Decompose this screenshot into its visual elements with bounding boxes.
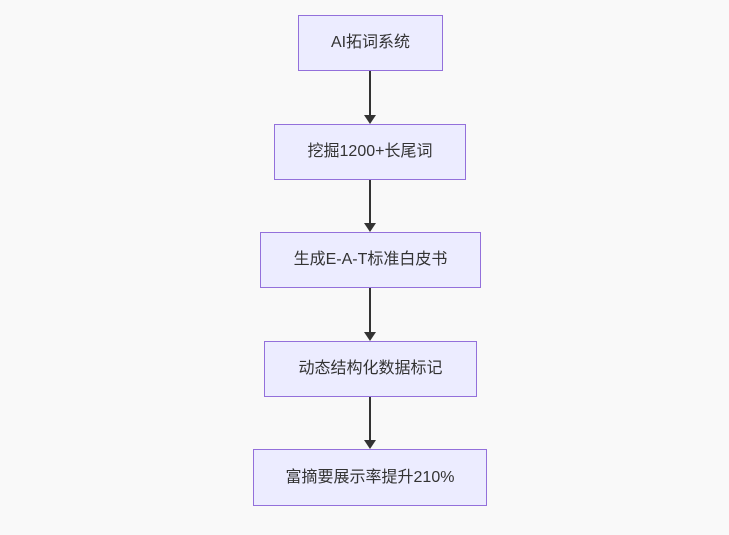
- flow-node-generate-eat-whitepaper: 生成E-A-T标准白皮书: [260, 232, 481, 288]
- flow-node-label: 生成E-A-T标准白皮书: [293, 251, 448, 269]
- flow-node-label: AI拓词系统: [330, 34, 411, 52]
- flow-node-dynamic-structured-data-markup: 动态结构化数据标记: [264, 341, 477, 397]
- flow-arrow-3: [363, 288, 377, 341]
- arrowhead-down-icon: [364, 332, 376, 341]
- arrow-line: [369, 288, 371, 332]
- flow-arrow-1: [363, 71, 377, 124]
- arrow-line: [369, 180, 371, 223]
- flow-node-rich-snippet-rate-increase: 富摘要展示率提升210%: [253, 449, 487, 506]
- flow-node-label: 富摘要展示率提升210%: [285, 468, 455, 486]
- flow-node-ai-word-expansion-system: AI拓词系统: [298, 15, 443, 71]
- flow-arrow-2: [363, 180, 377, 232]
- flow-node-label: 动态结构化数据标记: [298, 360, 443, 378]
- flow-arrow-4: [363, 397, 377, 449]
- arrow-line: [369, 71, 371, 115]
- arrowhead-down-icon: [364, 115, 376, 124]
- flow-node-mine-longtail-keywords: 挖掘1200+长尾词: [274, 124, 466, 180]
- arrowhead-down-icon: [364, 440, 376, 449]
- flow-node-label: 挖掘1200+长尾词: [307, 143, 433, 161]
- arrow-line: [369, 397, 371, 440]
- arrowhead-down-icon: [364, 223, 376, 232]
